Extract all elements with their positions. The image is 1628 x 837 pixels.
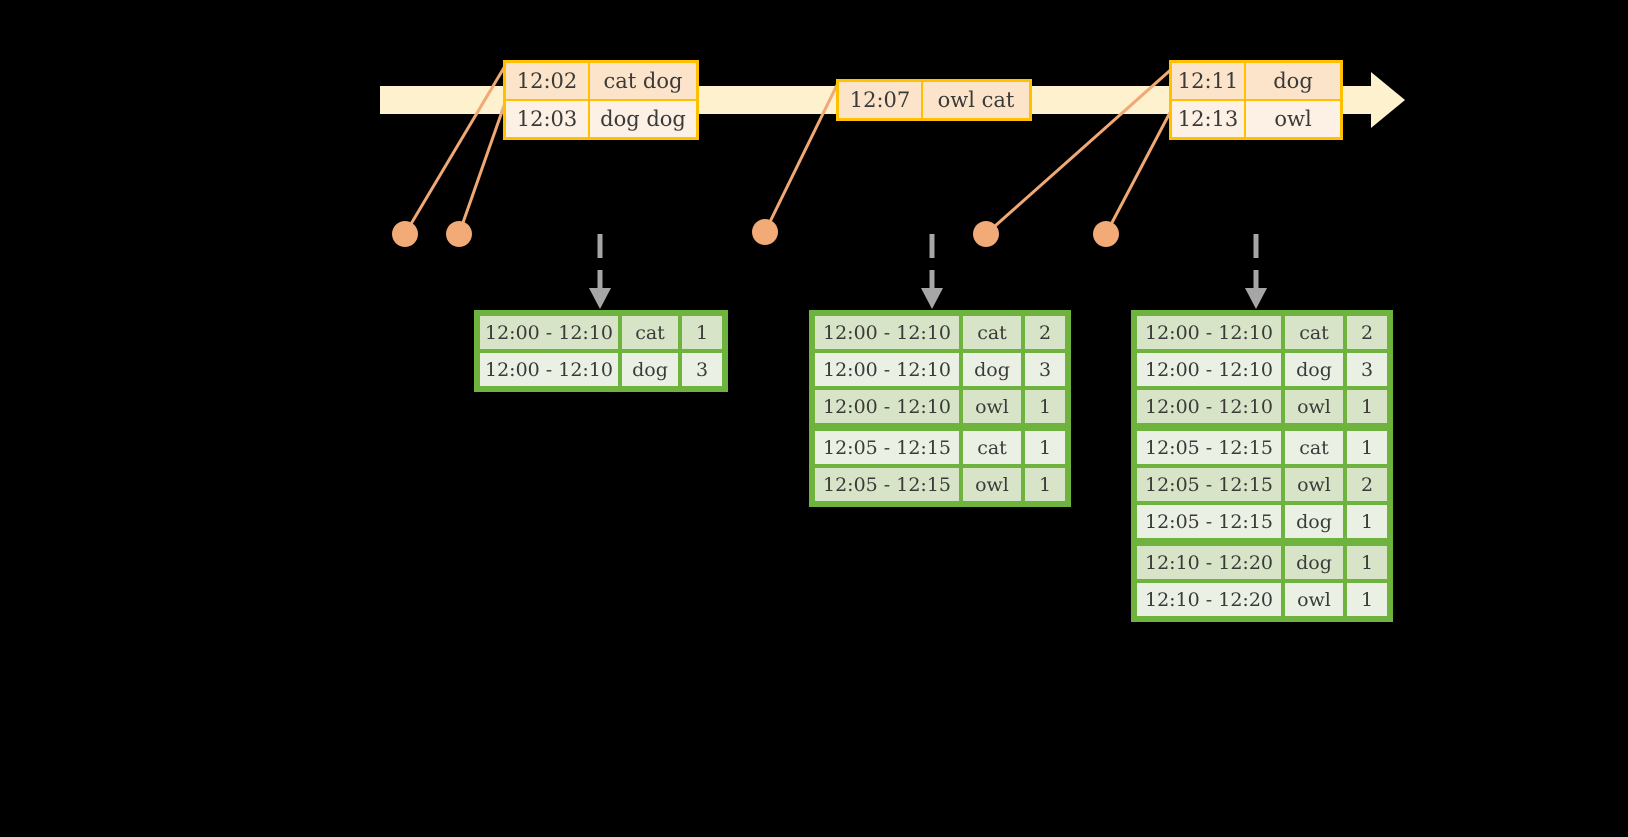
table-cell-count: 2 (1345, 314, 1389, 351)
table-cell-count: 1 (1345, 544, 1389, 581)
table-cell-word: dog (1283, 544, 1345, 581)
table-cell-word: dog (1283, 351, 1345, 388)
table-cell-count: 1 (1345, 581, 1389, 618)
event-row: 12:07 owl cat (839, 82, 1029, 118)
event-time: 12:07 (839, 82, 923, 118)
event-row: 12:13 owl (1172, 101, 1340, 137)
table-cell-count: 1 (1023, 466, 1067, 503)
table-cell-word: cat (961, 429, 1023, 466)
table-cell-window: 12:00 - 12:10 (813, 351, 961, 388)
table-cell-word: dog (961, 351, 1023, 388)
event-row: 12:02 cat dog (506, 63, 696, 101)
event-time: 12:11 (1172, 63, 1246, 99)
table-cell-window: 12:00 - 12:10 (1135, 314, 1283, 351)
event-time: 12:02 (506, 63, 590, 99)
table-cell-word: owl (1283, 388, 1345, 425)
table-cell-word: cat (1283, 429, 1345, 466)
table-cell-window: 12:00 - 12:10 (478, 351, 620, 388)
table-cell-word: owl (1283, 581, 1345, 618)
table-cell-word: dog (620, 351, 680, 388)
event-group-2[interactable]: 12:07 owl cat (836, 79, 1032, 121)
table-cell-count: 1 (1023, 388, 1067, 425)
table-cell-count: 1 (1345, 503, 1389, 540)
table-cell-count: 1 (1345, 429, 1389, 466)
table-cell-word: cat (620, 314, 680, 351)
event-group-1[interactable]: 12:02 cat dog 12:03 dog dog (503, 60, 699, 140)
event-words: dog dog (600, 107, 686, 131)
table-cell-count: 3 (680, 351, 724, 388)
table-cell-window: 12:05 - 12:15 (813, 429, 961, 466)
table-cell-count: 2 (1023, 314, 1067, 351)
table-cell-window: 12:05 - 12:15 (813, 466, 961, 503)
table-cell-word: owl (961, 388, 1023, 425)
table-cell-window: 12:05 - 12:15 (1135, 503, 1283, 540)
table-cell-window: 12:05 - 12:15 (1135, 429, 1283, 466)
event-words: cat dog (603, 69, 683, 93)
table-cell-count: 3 (1345, 351, 1389, 388)
event-group-3[interactable]: 12:11 dog 12:13 owl (1169, 60, 1343, 140)
table-cell-word: owl (1283, 466, 1345, 503)
table-cell-count: 1 (680, 314, 724, 351)
table-cell-word: cat (961, 314, 1023, 351)
table-cell-count: 3 (1023, 351, 1067, 388)
table-cell-window: 12:00 - 12:10 (1135, 351, 1283, 388)
table-cell-count: 2 (1345, 466, 1389, 503)
table-cell-window: 12:00 - 12:10 (813, 314, 961, 351)
event-row: 12:11 dog (1172, 63, 1340, 101)
table-cell-window: 12:10 - 12:20 (1135, 581, 1283, 618)
event-words: dog (1273, 69, 1313, 93)
table-cell-word: owl (961, 466, 1023, 503)
event-time: 12:03 (506, 101, 590, 137)
table-cell-window: 12:05 - 12:15 (1135, 466, 1283, 503)
event-row: 12:03 dog dog (506, 101, 696, 137)
table-cell-window: 12:00 - 12:10 (478, 314, 620, 351)
table-cell-count: 1 (1023, 429, 1067, 466)
table-cell-count: 1 (1345, 388, 1389, 425)
table-cell-word: dog (1283, 503, 1345, 540)
table-cell-window: 12:10 - 12:20 (1135, 544, 1283, 581)
event-words: owl cat (937, 88, 1015, 112)
table-cell-word: cat (1283, 314, 1345, 351)
event-time: 12:13 (1172, 101, 1246, 137)
table-cell-window: 12:00 - 12:10 (1135, 388, 1283, 425)
table-cell-window: 12:00 - 12:10 (813, 388, 961, 425)
event-words: owl (1274, 107, 1312, 131)
timeline-arrowhead-icon (1371, 72, 1405, 128)
